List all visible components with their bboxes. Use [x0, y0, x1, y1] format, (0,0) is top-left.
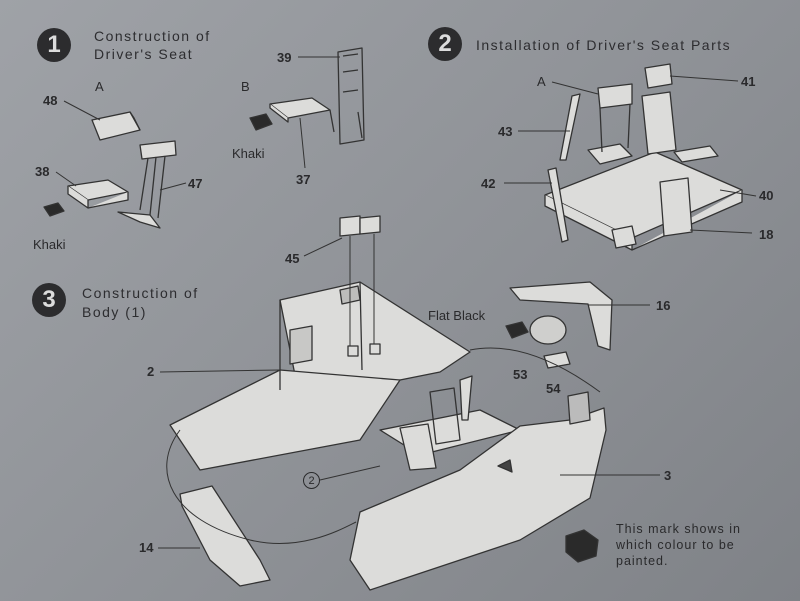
part-number-14: 14: [139, 540, 154, 555]
sub-label-a-step2: A: [537, 74, 546, 89]
part-number-54: 54: [546, 381, 561, 396]
part-number-37: 37: [296, 172, 311, 187]
paint-label-flat-black: Flat Black: [428, 308, 486, 323]
part-number-43: 43: [498, 124, 513, 139]
paint-label-khaki-b: Khaki: [232, 146, 265, 161]
part-number-3: 3: [664, 468, 672, 483]
part-number-40: 40: [759, 188, 774, 203]
part-number-18: 18: [759, 227, 774, 242]
step-1-title-line-1: Construction of: [94, 28, 211, 44]
body-hull-drawing: [169, 215, 613, 591]
step-2-title: Installation of Driver's Seat Parts: [476, 37, 732, 53]
step-1-title-line-2: Driver's Seat: [94, 46, 194, 62]
paint-legend-note: This mark shows in which colour to be pa…: [616, 522, 741, 568]
sub-label-b: B: [241, 79, 250, 94]
part-number-41: 41: [741, 74, 756, 89]
step-3-title-line-1: Construction of: [82, 285, 199, 301]
part-number-38: 38: [35, 164, 50, 179]
part-number-48: 48: [43, 93, 58, 108]
part-number-53: 53: [513, 367, 528, 382]
step-1-number: 1: [37, 28, 71, 62]
part-number-47: 47: [188, 176, 203, 191]
seat-parts-floor-drawing: [544, 63, 743, 251]
seat-a-drawing: [67, 111, 177, 229]
part-number-2: 2: [147, 364, 155, 379]
part-number-45: 45: [285, 251, 300, 266]
step-3-number: 3: [32, 283, 66, 317]
step-2-number: 2: [428, 27, 462, 61]
circled-step-reference: 2: [303, 472, 320, 489]
paint-label-khaki: Khaki: [33, 237, 66, 252]
sub-label-a: A: [95, 79, 104, 94]
part-number-39: 39: [277, 50, 292, 65]
part-number-16: 16: [656, 298, 671, 313]
step-3-title-line-2: Body (1): [82, 304, 147, 320]
seat-b-drawing: [269, 47, 365, 145]
part-number-42: 42: [481, 176, 496, 191]
